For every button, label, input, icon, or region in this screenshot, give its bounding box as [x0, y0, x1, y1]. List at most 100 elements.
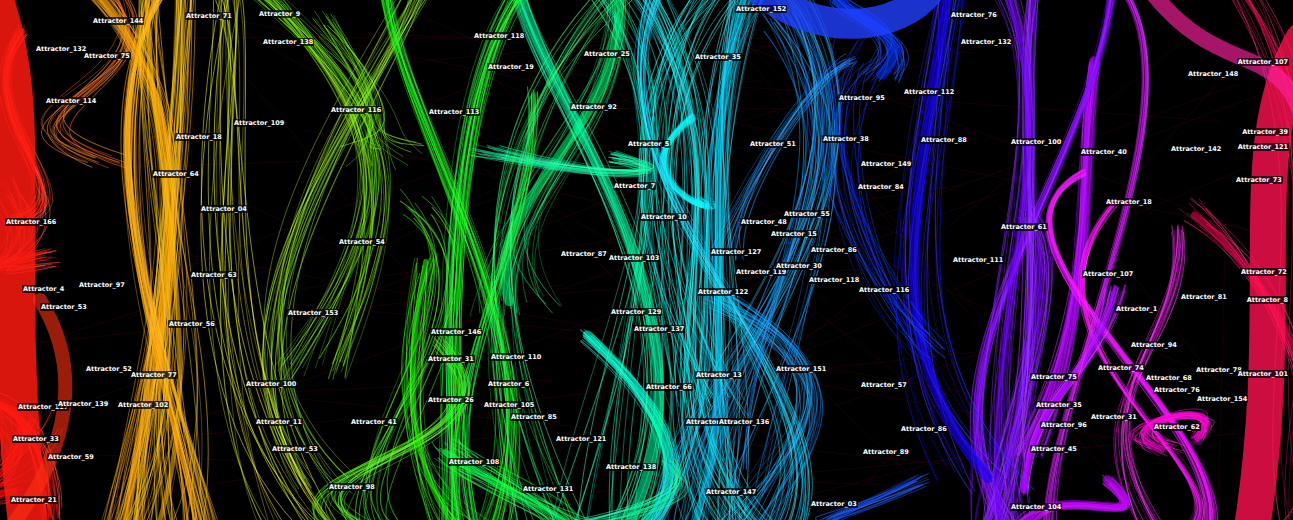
attractor-label: Attractor_21: [10, 496, 58, 504]
flow-strand: [1150, 0, 1293, 120]
attractor-label: Attractor_152: [735, 5, 787, 13]
flow-strand: [840, 41, 945, 342]
flow-strand: [281, 0, 433, 488]
attractor-label: Attractor_63: [190, 271, 238, 279]
attractor-label: Attractor_9: [258, 10, 301, 18]
attractor-label: Attractor_64: [152, 170, 200, 178]
attractor-label: Attractor_85: [510, 413, 558, 421]
attractor-label: Attractor_8: [1246, 296, 1289, 304]
flow-strand: [494, 0, 615, 520]
attractor-label: Attractor_19: [487, 63, 535, 71]
flow-strand: [456, 0, 525, 520]
attractor-label: Attractor_166: [5, 218, 57, 226]
flow-strand: [471, 155, 645, 169]
attractor-label: Attractor_102: [117, 401, 169, 409]
flow-strand: [309, 36, 411, 152]
flow-strand: [444, 0, 524, 520]
flow-strand: [1007, 477, 1130, 520]
flow-strand: [1051, 170, 1205, 520]
flow-strand: [647, 0, 833, 520]
flow-strand: [896, 0, 964, 480]
flow-strand: [1048, 0, 1147, 520]
flow-strand: [1052, 0, 1148, 520]
attractor-label: Attractor_4: [22, 285, 65, 293]
flow-strand: [261, 0, 364, 364]
flow-strand: [910, 0, 998, 492]
flow-strand: [702, 4, 822, 493]
flow-strand: [319, 37, 403, 157]
flow-strand: [641, 0, 798, 520]
attractor-label: Attractor_75: [83, 52, 131, 60]
attractor-label: Attractor_105: [483, 401, 535, 409]
flow-strand: [458, 0, 535, 520]
attractor-label: Attractor_73: [1235, 176, 1283, 184]
attractor-label: Attractor_86: [900, 425, 948, 433]
flow-strand: [278, 0, 417, 476]
flow-strand: [679, 0, 814, 485]
flow-strand: [1082, 200, 1197, 520]
flow-strand: [222, 0, 321, 520]
flow-strand: [220, 0, 345, 520]
flow-strand: [122, 0, 170, 520]
flow-strand: [321, 34, 378, 153]
attractor-label: Attractor_10: [640, 213, 688, 221]
flow-strand: [231, 0, 349, 520]
flow-strand: [1081, 200, 1203, 520]
flow-strand: [129, 185, 960, 316]
attractor-label: Attractor_48: [740, 218, 788, 226]
attractor-label: Attractor_31: [1090, 413, 1138, 421]
flow-strand: [134, 0, 214, 520]
attractor-label: Attractor_94: [1130, 341, 1178, 349]
attractor-label: Attractor_62: [1153, 423, 1201, 431]
flow-strand: [1082, 203, 1199, 520]
attractor-label: Attractor_13: [695, 371, 743, 379]
attractor-label: Attractor_121: [555, 435, 607, 443]
flow-strand: [717, 0, 834, 520]
flow-strand: [1020, 286, 1117, 491]
flow-strand: [108, 0, 151, 520]
attractor-label: Attractor_68: [1145, 374, 1193, 382]
flow-strand: [481, 65, 916, 480]
flow-strand: [1049, 171, 1207, 520]
flow-strand: [449, 0, 529, 520]
flow-strand: [138, 0, 201, 520]
flow-strand: [103, 0, 166, 520]
flow-strand: [834, 60, 916, 363]
attractor-label: Attractor_26: [427, 396, 475, 404]
flow-strand: [541, 475, 678, 520]
flow-strand: [1049, 0, 1146, 520]
attractor-label: Attractor_112: [903, 88, 955, 96]
flow-strand: [514, 0, 614, 520]
attractor-label: Attractor_11: [255, 418, 303, 426]
attractor-label: Attractor_111: [952, 256, 1004, 264]
flow-strand: [459, 0, 535, 520]
attractor-label: Attractor_38: [822, 135, 870, 143]
flow-strand: [455, 0, 521, 520]
flow-strand: [214, 0, 264, 520]
flow-strand: [1046, 175, 1212, 520]
flow-strand: [1049, 169, 1213, 520]
flow-strand: [756, 0, 833, 486]
attractor-label: Attractor_25: [583, 50, 631, 58]
attractor-label: Attractor_41: [350, 418, 398, 426]
flow-strand: [1084, 201, 1207, 520]
flow-strand: [452, 0, 525, 520]
attractor-label: Attractor_138: [262, 38, 314, 46]
attractor-label: Attractor_98: [328, 483, 376, 491]
attractor-label: Attractor_61: [1000, 223, 1048, 231]
attractor-label: Attractor_100: [245, 380, 297, 388]
attractor-label: Attractor_103: [608, 254, 660, 262]
flow-strand: [542, 467, 676, 520]
attractor-label: Attractor_107: [1237, 58, 1289, 66]
attractor-label: Attractor_76: [950, 11, 998, 19]
flow-strand: [914, 0, 987, 478]
attractor-label: Attractor_53: [40, 303, 88, 311]
attractor-label: Attractor_33: [12, 435, 60, 443]
flow-strand: [648, 0, 809, 520]
flow-strand: [1026, 285, 1115, 494]
attractor-label: Attractor_154: [1196, 395, 1248, 403]
flow-strand: [829, 69, 919, 353]
attractor-label: Attractor_75: [1030, 373, 1078, 381]
flow-strand: [536, 469, 676, 520]
